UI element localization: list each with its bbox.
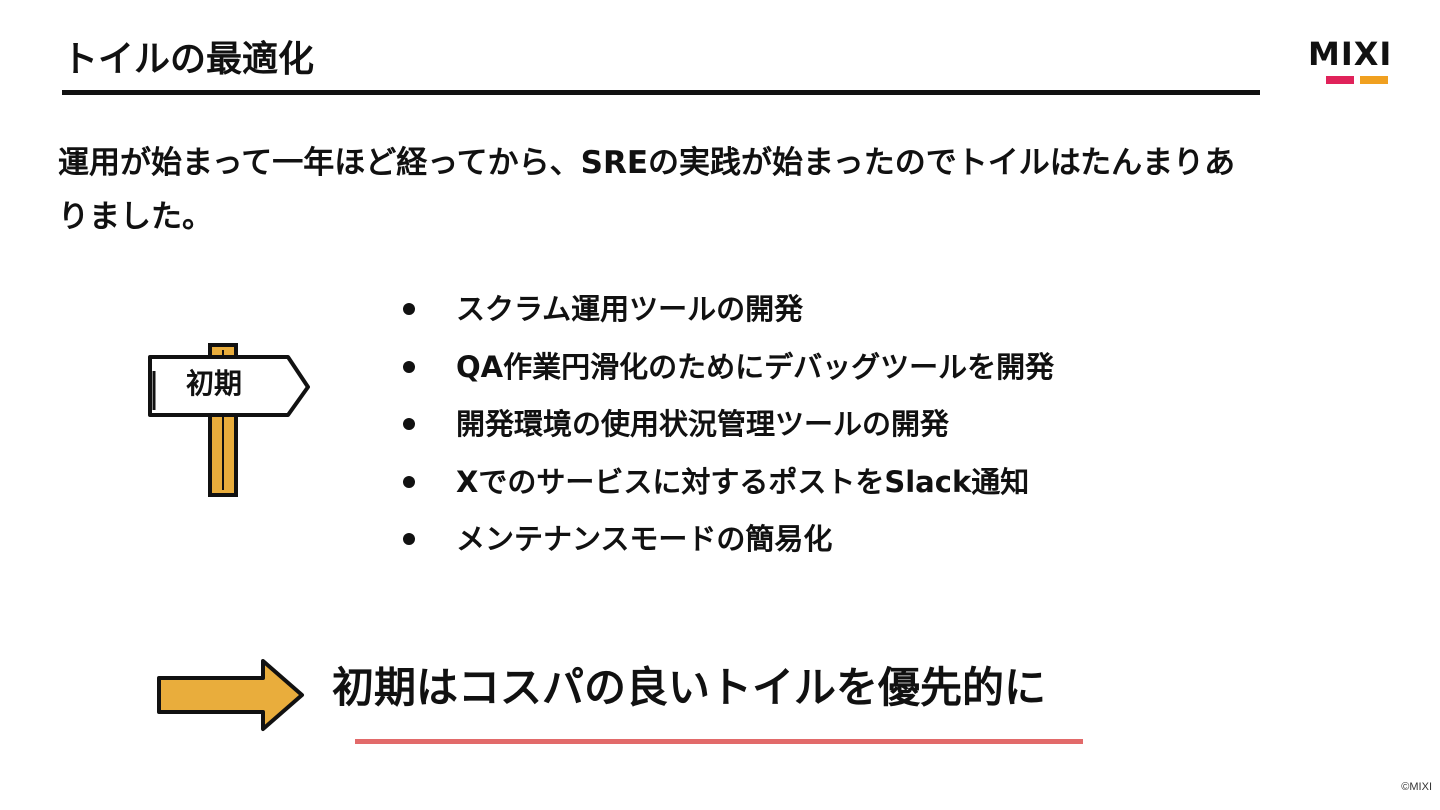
mixi-logo: MIXI [1308, 38, 1404, 88]
page-title: トイルの最適化 [62, 39, 315, 80]
list-item-text: スクラム運用ツールの開発 [456, 292, 804, 326]
list-item-text: メンテナンスモードの簡易化 [456, 522, 833, 556]
bullet-dot [403, 533, 415, 545]
list-item: スクラム運用ツールの開発 [400, 282, 1054, 340]
conclusion-underline [355, 739, 1083, 744]
conclusion-text: 初期はコスパの良いトイルを優先的に [332, 663, 1047, 712]
bullet-dot [403, 303, 415, 315]
signpost-label: 初期 [186, 367, 243, 400]
list-item: メンテナンスモードの簡易化 [400, 512, 1054, 570]
logo-pink-bar [1326, 76, 1354, 84]
right-arrow-icon [155, 656, 307, 734]
bullet-dot [403, 475, 415, 488]
list-item-text: Xでのサービスに対するポストをSlack通知 [456, 464, 1030, 499]
logo-text: MIXI [1308, 35, 1393, 73]
bullet-dot [403, 360, 415, 373]
list-item: QA作業円滑化のためにデバッグツールを開発 [400, 340, 1054, 398]
logo-orange-bar [1360, 76, 1388, 84]
bullet-dot [403, 418, 415, 430]
list-item-text: 開発環境の使用状況管理ツールの開発 [456, 407, 950, 441]
list-item-text: QA作業円滑化のためにデバッグツールを開発 [456, 349, 1055, 384]
intro-paragraph: 運用が始まって一年ほど経ってから、SREの実践が始まったのでトイルはたんまりあり… [58, 145, 1236, 235]
copyright-text: ©MIXI [1401, 781, 1432, 793]
list-item: 開発環境の使用状況管理ツールの開発 [400, 397, 1054, 455]
title-underline [62, 90, 1260, 95]
toil-list: スクラム運用ツールの開発 QA作業円滑化のためにデバッグツールを開発 開発環境の… [400, 282, 1054, 570]
signpost-icon: 初期 [148, 340, 312, 500]
list-item: Xでのサービスに対するポストをSlack通知 [400, 455, 1054, 513]
